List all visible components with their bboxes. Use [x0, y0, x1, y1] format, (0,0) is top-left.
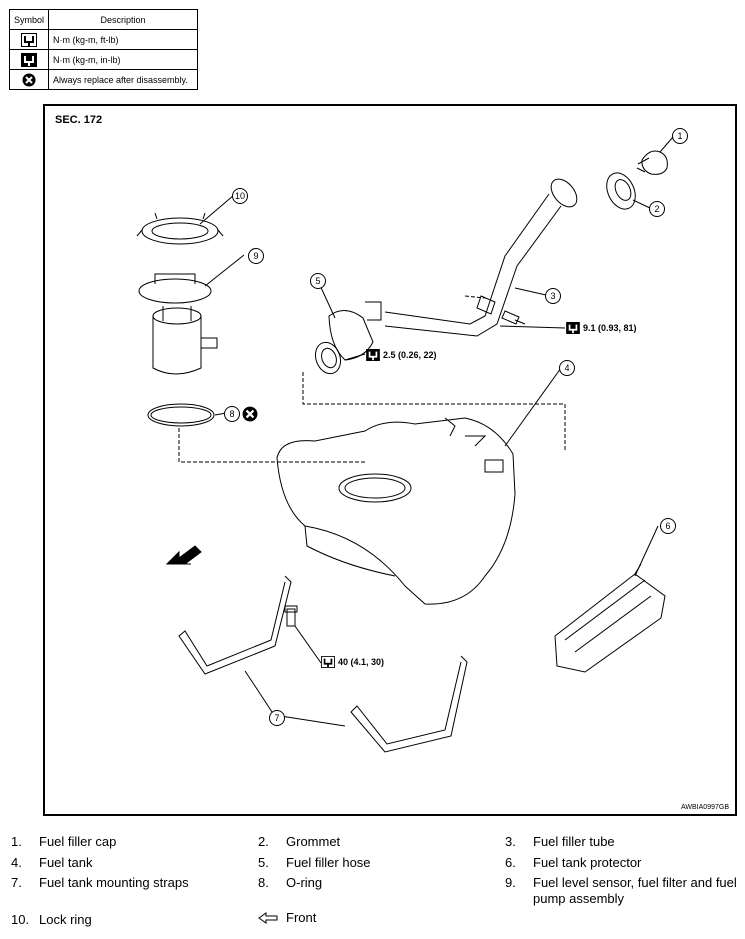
part-number: 6. — [505, 855, 516, 870]
legend-row: Always replace after disassembly. — [9, 69, 198, 90]
part-name: O-ring — [286, 875, 323, 890]
part-number: 3. — [505, 834, 516, 849]
list-item: 7. Fuel tank mounting straps — [11, 875, 249, 891]
part-number: 1. — [11, 834, 22, 849]
leader-lines — [178, 136, 674, 727]
torque-in-lb-icon — [566, 322, 580, 334]
part-number: 4. — [11, 855, 22, 870]
diagram-code: AWBIA0997GB — [681, 804, 729, 811]
legend-header-description: Description — [48, 9, 198, 30]
callout-2: 2 — [649, 201, 665, 217]
list-item: 3. Fuel filler tube — [505, 834, 743, 850]
callout-10: 10 — [232, 188, 248, 204]
list-item: 9. Fuel level sensor, fuel filter and fu… — [505, 875, 743, 907]
part-number: 8. — [258, 875, 269, 890]
o-ring-drawing — [147, 403, 215, 427]
part-name: Fuel filler tube — [533, 834, 615, 849]
list-item: 5. Fuel filler hose — [258, 855, 496, 871]
callout-5: 5 — [310, 273, 326, 289]
part-name: Fuel tank mounting straps — [39, 875, 189, 890]
fuel-tank-drawing — [276, 417, 516, 605]
legend-header-row: Symbol Description — [9, 9, 198, 30]
torque-in-lb-icon — [366, 349, 380, 361]
grommet-drawing — [606, 172, 636, 210]
part-name: Fuel level sensor, fuel filter and fuel … — [533, 875, 737, 906]
callout-1: 1 — [672, 128, 688, 144]
list-item: 6. Fuel tank protector — [505, 855, 743, 871]
callout-9: 9 — [248, 248, 264, 264]
legend-row: N·m (kg-m, in-lb) — [9, 49, 198, 70]
front-direction-arrow — [165, 545, 202, 565]
fuel-tank-protector-drawing — [554, 563, 666, 673]
torque-spec-filler-tube-bolt: 9.1 (0.93, 81) — [566, 322, 637, 334]
always-replace-icon — [242, 406, 258, 422]
filler-tube-bolt-drawing — [501, 310, 526, 325]
torque-spec-strap-bolt: 40 (4.1, 30) — [321, 656, 384, 668]
fuel-filler-tube-drawing — [384, 178, 578, 337]
part-name: Fuel tank — [39, 855, 93, 870]
fuel-filler-cap-drawing — [636, 150, 668, 175]
callout-8: 8 — [224, 406, 240, 422]
front-legend: Front — [258, 910, 316, 925]
torque-ft-lb-icon — [21, 32, 37, 47]
torque-spec-filler-hose-clamp: 2.5 (0.26, 22) — [366, 349, 437, 361]
legend-row-text: N·m (kg-m, in-lb) — [48, 49, 198, 70]
callout-6: 6 — [660, 518, 676, 534]
front-arrow-icon — [258, 911, 278, 924]
legend-row: N·m (kg-m, ft-lb) — [9, 29, 198, 50]
parts-line-art — [136, 136, 674, 753]
torque-value: 2.5 (0.26, 22) — [383, 350, 437, 360]
part-name: Fuel tank protector — [533, 855, 642, 870]
list-item: 8. O-ring — [258, 875, 496, 891]
part-name: Fuel filler cap — [39, 834, 117, 849]
list-item: 1. Fuel filler cap — [11, 834, 249, 850]
part-number: 5. — [258, 855, 269, 870]
torque-ft-lb-icon — [321, 656, 335, 668]
callout-4: 4 — [559, 360, 575, 376]
fuel-filler-hose-drawing — [314, 301, 382, 375]
part-number: 10. — [11, 912, 30, 927]
part-number: 9. — [505, 875, 516, 890]
part-name: Grommet — [286, 834, 341, 849]
torque-value: 40 (4.1, 30) — [338, 657, 385, 667]
fuel-pump-assembly-drawing — [138, 273, 218, 375]
part-number: 2. — [258, 834, 269, 849]
part-name: Fuel filler hose — [286, 855, 371, 870]
list-item: 10. Lock ring — [11, 912, 249, 928]
mounting-straps-drawing — [178, 575, 468, 753]
legend-header-symbol: Symbol — [9, 9, 49, 30]
list-item: 2. Grommet — [258, 834, 496, 850]
torque-value: 9.1 (0.93, 81) — [583, 323, 637, 333]
symbol-legend-table: Symbol Description N·m (kg-m, ft-lb) N·m… — [9, 9, 198, 90]
always-replace-icon — [22, 73, 36, 86]
legend-row-text: Always replace after disassembly. — [48, 69, 198, 90]
list-item: 4. Fuel tank — [11, 855, 249, 871]
lock-ring-drawing — [136, 212, 224, 245]
exploded-diagram: SEC. 172 AWBIA0997GB — [43, 104, 737, 816]
strap-bolt-drawing — [284, 605, 298, 627]
part-number: 7. — [11, 875, 22, 890]
section-label: SEC. 172 — [55, 114, 103, 126]
legend-row-text: N·m (kg-m, ft-lb) — [48, 29, 198, 50]
part-name: Lock ring — [39, 912, 92, 927]
callout-7: 7 — [269, 710, 285, 726]
front-label: Front — [286, 910, 317, 925]
torque-in-lb-icon — [21, 52, 37, 67]
callout-3: 3 — [545, 288, 561, 304]
